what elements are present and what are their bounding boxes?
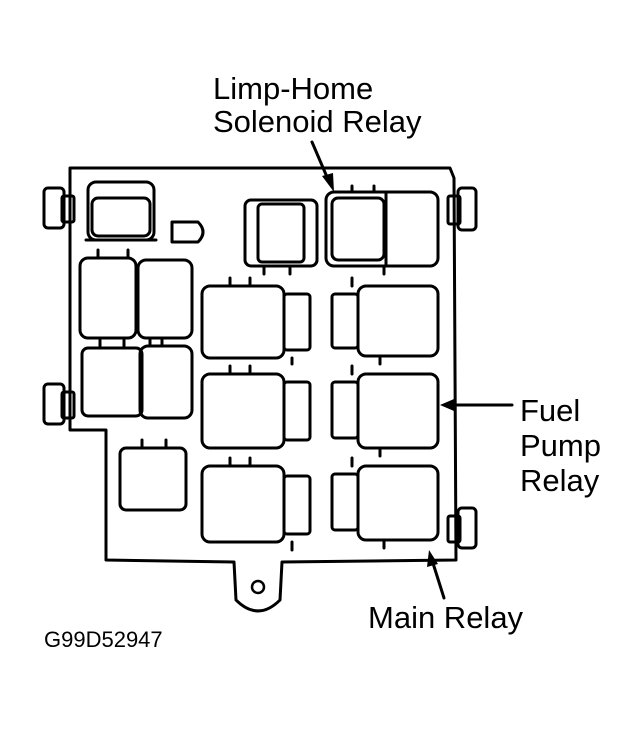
small-relay-top <box>243 198 319 276</box>
figure-code: G99D52947 <box>44 627 163 652</box>
mounting-clip-right-bottom <box>446 506 478 550</box>
leader-arrow-limp-home <box>310 140 334 192</box>
left-relay-2 <box>136 258 194 340</box>
left-relay-1 <box>78 248 138 340</box>
limp-home-solenoid-relay <box>324 184 440 276</box>
mounting-clip-right-top <box>446 186 478 232</box>
center-relay-2 <box>200 364 312 450</box>
left-relay-5 <box>118 438 188 512</box>
label-fuel-pump-line1: Fuel <box>520 393 580 428</box>
label-limp-home-line2: Solenoid Relay <box>213 104 422 139</box>
leader-arrow-main-relay <box>427 550 446 600</box>
label-fuel-pump-line2: Pump <box>520 428 601 463</box>
main-relay <box>330 456 440 550</box>
label-main-relay: Main Relay <box>368 600 524 635</box>
left-relay-3 <box>80 338 144 418</box>
label-limp-home-line1: Limp-Home <box>213 71 373 106</box>
mounting-clip-left-top <box>42 186 76 230</box>
fuse <box>170 220 205 244</box>
center-relay-1 <box>200 276 312 366</box>
label-fuel-pump-line3: Relay <box>520 463 600 498</box>
right-relay-top <box>330 276 440 366</box>
leader-arrow-fuel-pump <box>440 399 514 411</box>
relay-box-housing <box>68 166 458 613</box>
left-relay-4 <box>138 336 194 420</box>
mounting-hole <box>250 579 266 595</box>
top-left-component <box>84 180 158 242</box>
center-relay-3 <box>200 456 312 552</box>
fuel-pump-relay <box>330 364 440 458</box>
mounting-clip-left-bottom <box>42 382 76 426</box>
